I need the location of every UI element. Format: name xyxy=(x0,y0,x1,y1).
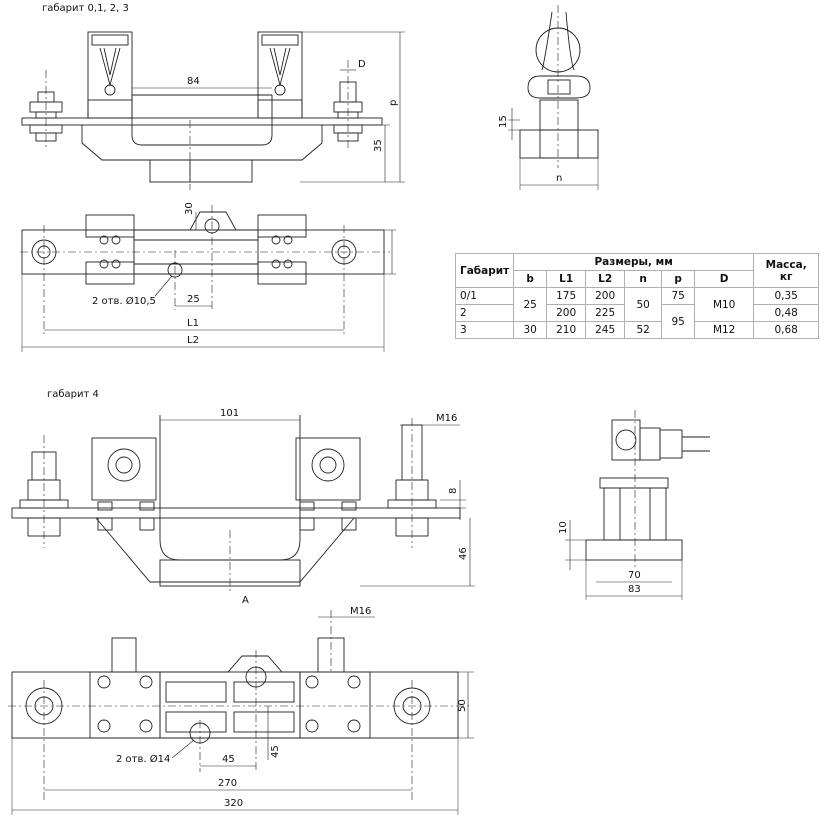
holes-label-bottom: 2 отв. Ø14 xyxy=(116,753,170,765)
th-D: D xyxy=(694,270,755,288)
th-L2: L2 xyxy=(585,270,626,288)
top-side-view xyxy=(508,5,599,190)
dim-15: 15 xyxy=(498,115,509,128)
dim-320: 320 xyxy=(224,798,243,809)
cell-mass: 0,35 xyxy=(753,287,820,305)
dim-45-horizontal: 45 xyxy=(222,754,235,765)
dim-M16-plan: M16 xyxy=(350,606,371,617)
cell-L2: 225 xyxy=(585,304,626,322)
cell-mass: 0,68 xyxy=(753,321,820,339)
dim-101: 101 xyxy=(220,408,239,419)
cell-p: 95 xyxy=(661,304,696,339)
cell-gabarit: 3 xyxy=(454,321,515,339)
dim-n: n xyxy=(556,173,562,184)
dim-D: D xyxy=(358,59,366,70)
table-row: 3 30 210 245 52 M12 0,68 xyxy=(454,321,820,339)
dim-L2: L2 xyxy=(187,335,199,346)
dim-10: 10 xyxy=(558,521,569,534)
dim-25: 25 xyxy=(187,294,200,305)
dim-70: 70 xyxy=(628,570,641,581)
th-b: b xyxy=(513,270,548,288)
th-L1: L1 xyxy=(546,270,587,288)
cell-b: 25 xyxy=(513,287,548,322)
cell-D: M10 xyxy=(694,287,755,322)
th-p: p xyxy=(661,270,696,288)
th-n: n xyxy=(624,270,663,288)
dim-M16-front: M16 xyxy=(436,413,457,424)
th-gabarit: Габарит xyxy=(454,253,515,288)
dim-45-vertical: 45 xyxy=(270,745,281,758)
cell-p: 75 xyxy=(661,287,696,305)
dim-L1: L1 xyxy=(187,318,199,329)
cell-gabarit: 0/1 xyxy=(454,287,515,305)
dim-30: 30 xyxy=(184,202,195,215)
top-front-view xyxy=(21,31,405,190)
dim-50: 50 xyxy=(457,699,468,712)
dim-8: 8 xyxy=(448,488,459,494)
table-row: 0/1 25 175 200 50 75 M10 0,35 xyxy=(454,287,820,322)
dim-270: 270 xyxy=(218,778,237,789)
dim-84: 84 xyxy=(187,76,200,87)
cell-L2: 245 xyxy=(585,321,626,339)
heading-bottom: габарит 4 xyxy=(47,389,99,400)
dimensions-table: Габарит Размеры, мм Масса, кг b L1 L2 n … xyxy=(454,253,820,339)
dim-35: 35 xyxy=(373,139,384,152)
bottom-plan-view xyxy=(8,610,474,815)
bottom-side-view xyxy=(565,410,710,600)
cell-mass: 0,48 xyxy=(753,304,820,322)
top-plan-view xyxy=(20,205,396,352)
heading-top: габарит 0,1, 2, 3 xyxy=(42,3,129,14)
dim-p: p xyxy=(388,100,399,106)
dim-46: 46 xyxy=(458,547,469,560)
dim-83: 83 xyxy=(628,584,641,595)
cell-n: 50 xyxy=(624,287,663,322)
cell-L1: 200 xyxy=(546,304,587,322)
holes-label-top: 2 отв. Ø10,5 xyxy=(92,295,156,307)
cell-L2: 200 xyxy=(585,287,626,305)
section-A: A xyxy=(242,595,249,606)
cell-n: 52 xyxy=(624,321,663,339)
th-mass: Масса, кг xyxy=(753,253,820,288)
cell-b: 30 xyxy=(513,321,548,339)
cell-L1: 175 xyxy=(546,287,587,305)
cell-L1: 210 xyxy=(546,321,587,339)
cell-gabarit: 2 xyxy=(454,304,515,322)
bottom-front-view xyxy=(11,415,475,592)
th-sizes: Размеры, мм xyxy=(513,253,755,271)
cell-D: M12 xyxy=(694,321,755,339)
